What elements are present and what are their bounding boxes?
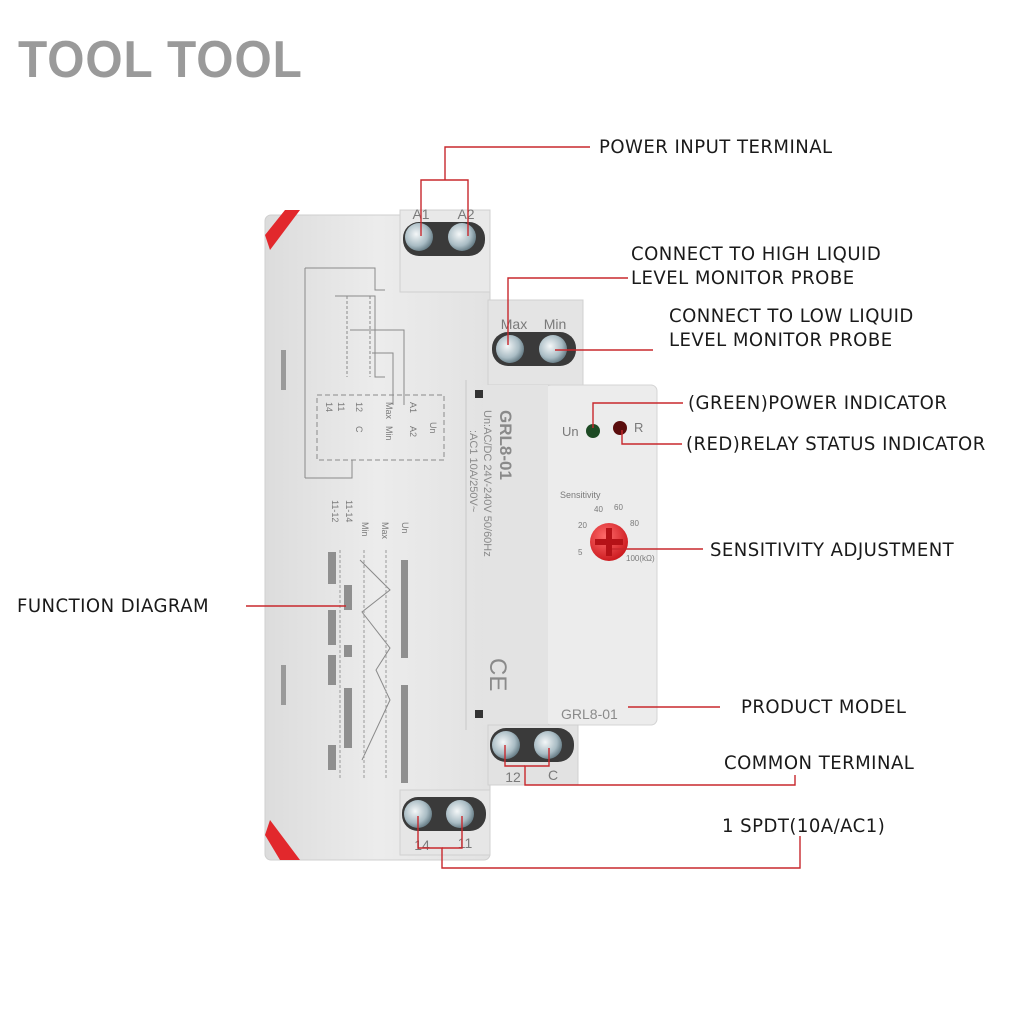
led-label-un: Un: [562, 424, 579, 439]
schematic-box-c: C: [354, 426, 364, 433]
terminal-label-max: Max: [501, 316, 527, 332]
wiring-schematic: [304, 267, 445, 479]
power-led-icon: [586, 424, 600, 438]
dial-tick-5: 5: [578, 548, 583, 557]
terminal-14-11[interactable]: [402, 797, 486, 831]
callout-power-indicator: (GREEN)POWER INDICATOR: [688, 392, 948, 414]
terminal-label-a2: A2: [457, 206, 474, 222]
callout-high-probe-line2: LEVEL MONITOR PROBE: [631, 267, 855, 289]
terminal-12-c[interactable]: [490, 728, 574, 762]
callout-sensitivity: SENSITIVITY ADJUSTMENT: [710, 539, 955, 561]
dial-tick-60: 60: [614, 503, 623, 512]
schematic-box-11: 11: [336, 402, 346, 411]
function-row-11-12: 11-12: [330, 500, 340, 522]
front-model-label: GRL8-01: [561, 706, 618, 722]
din-clip-bottom: [265, 820, 300, 860]
terminal-probe[interactable]: [492, 332, 576, 366]
side-rating-contact: :AC1 10A/250V~: [467, 430, 479, 512]
callout-relay-indicator: (RED)RELAY STATUS INDICATOR: [686, 433, 986, 455]
callout-power-input: POWER INPUT TERMINAL: [599, 136, 833, 158]
screw-icon: [539, 335, 567, 363]
schematic-box-min: Min: [384, 426, 394, 441]
dial-scale: 5 20 40 60 80 100(kΩ): [578, 503, 655, 563]
terminal-label-min: Min: [544, 316, 567, 332]
schematic-box-a1: A1: [408, 402, 418, 413]
terminal-label-c: C: [548, 767, 558, 783]
screw-icon: [446, 800, 474, 828]
leader-lines: [246, 146, 801, 869]
screw-icon: [448, 223, 476, 251]
callout-low-probe-line1: CONNECT TO LOW LIQUID: [669, 305, 914, 327]
screw-icon: [496, 335, 524, 363]
function-row-max: Max: [380, 522, 390, 540]
side-model-text: GRL8-01: [496, 410, 515, 480]
terminal-a1[interactable]: [403, 222, 485, 256]
screw-icon: [492, 731, 520, 759]
relay-led-icon: [613, 421, 627, 435]
function-row-11-14: 11-14: [344, 500, 354, 522]
dial-tick-20: 20: [578, 521, 587, 530]
callout-product-model: PRODUCT MODEL: [741, 696, 907, 718]
dial-tick-40: 40: [594, 505, 603, 514]
screw-icon: [404, 800, 432, 828]
screw-icon: [405, 223, 433, 251]
terminal-label-14: 14: [414, 837, 430, 853]
notch: [475, 710, 483, 718]
function-row-min: Min: [360, 522, 370, 537]
screw-icon: [534, 731, 562, 759]
schematic-un: Un: [428, 422, 438, 434]
sensitivity-label: Sensitivity: [560, 490, 601, 500]
dial-tick-80: 80: [630, 519, 639, 528]
side-rating-voltage: Un:AC/DC 24V-240V 50/60Hz: [481, 410, 493, 557]
schematic-box-14: 14: [324, 402, 334, 412]
function-diagram: Un Max Min 11-14 11-12: [328, 500, 410, 783]
schematic-box-max: Max: [384, 402, 394, 420]
dial-tick-100: 100(kΩ): [626, 554, 655, 563]
schematic-box-12: 12: [354, 402, 364, 412]
terminal-label-12: 12: [505, 769, 521, 785]
schematic-boxes: 14 11 12 C Max Min A1 A2 Un: [324, 402, 438, 441]
callout-high-probe-line1: CONNECT TO HIGH LIQUID: [631, 243, 882, 265]
callout-common-terminal: COMMON TERMINAL: [724, 752, 915, 774]
cross-slot-icon: [595, 539, 623, 545]
callout-spdt: 1 SPDT(10A/AC1): [722, 815, 886, 837]
din-clip-top: [265, 210, 300, 250]
sensitivity-dial[interactable]: [590, 523, 628, 561]
notch: [475, 390, 483, 398]
function-row-un: Un: [400, 522, 410, 534]
callout-low-probe-line2: LEVEL MONITOR PROBE: [669, 329, 893, 351]
led-label-r: R: [634, 420, 643, 435]
schematic-box-a2: A2: [408, 426, 418, 437]
callout-function-diagram: FUNCTION DIAGRAM: [17, 595, 210, 617]
ce-mark: CE: [484, 658, 511, 691]
brand-watermark: TOOL TOOL: [18, 31, 303, 89]
